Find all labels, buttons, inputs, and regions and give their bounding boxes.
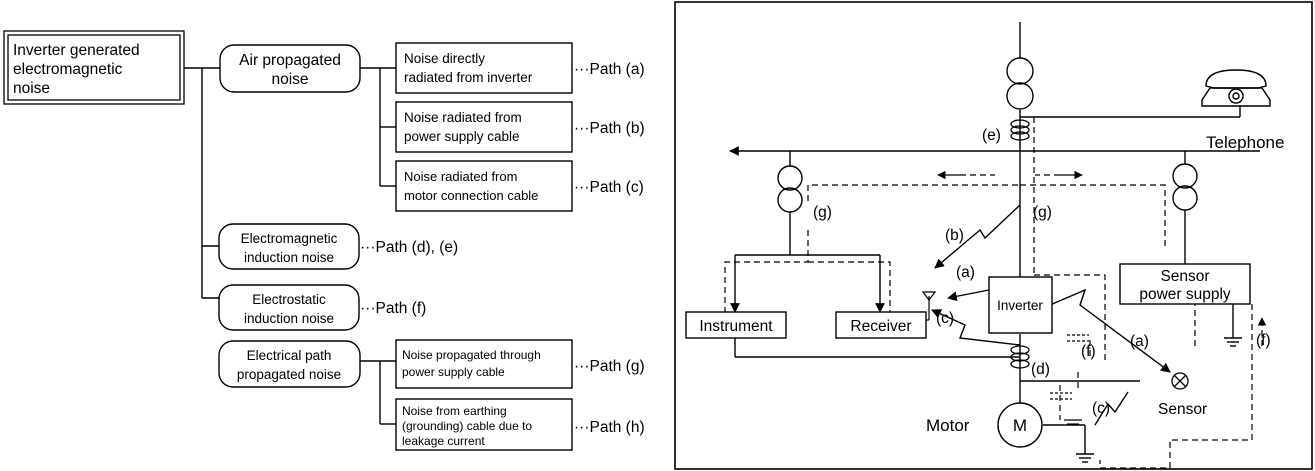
electrical-path-node: Electrical path propagated noise — [218, 340, 361, 388]
instrument-label: Instrument — [699, 318, 773, 335]
leaf-b-line-2: power supply cable — [404, 129, 520, 144]
sensor-label: Sensor — [1158, 401, 1207, 418]
leaf-h-line-2: (grounding) cable due to — [402, 419, 532, 433]
receiver-label: Receiver — [850, 318, 911, 335]
label-g-center: (g) — [1033, 204, 1052, 221]
antenna-icon — [921, 291, 937, 321]
leaf-earthing: Noise from earthing (grounding) cable du… — [395, 398, 645, 451]
classification-tree — [184, 67, 396, 425]
transformer-main — [1006, 57, 1034, 110]
transformer-left — [777, 165, 803, 213]
path-c-label: ···Path (c) — [574, 179, 644, 196]
sensor-supply-line-2: power supply — [1139, 286, 1231, 303]
leaf-c-line-2: motor connection cable — [404, 188, 538, 203]
motor-label: Motor — [926, 416, 970, 435]
label-a-left: (a) — [956, 264, 975, 281]
label-b: (b) — [945, 227, 964, 244]
air-propagated-node: Air propagated noise — [219, 44, 361, 93]
circuit-frame — [674, 1, 1313, 470]
root-line-3: noise — [13, 80, 50, 97]
transformer-right — [1172, 163, 1198, 211]
path-de-label: ···Path (d), (e) — [360, 239, 458, 256]
label-e: (e) — [982, 127, 1001, 144]
inverter-label: Inverter — [997, 298, 1043, 313]
leaf-radiated-inverter: Noise directly radiated from inverter ··… — [395, 42, 645, 94]
label-g-left: (g) — [813, 204, 832, 221]
telephone-label: Telephone — [1206, 133, 1284, 152]
motor-symbol-label: M — [1013, 416, 1027, 435]
root-node: Inverter generated electromagnetic noise — [3, 30, 185, 105]
path-a-label: ···Path (a) — [574, 61, 645, 78]
ep-line-1: Electrical path — [247, 348, 332, 363]
receiver-box: Receiver — [835, 311, 927, 339]
leaf-h-line-1: Noise from earthing — [402, 404, 507, 418]
leaf-c-line-1: Noise radiated from — [404, 169, 517, 184]
ep-line-2: propagated noise — [237, 367, 341, 382]
label-c-left: (c) — [936, 310, 954, 327]
leaf-a-line-2: radiated from inverter — [404, 70, 533, 85]
em-induction-node: Electromagnetic induction noise ···Path … — [218, 223, 458, 270]
label-a-right: (a) — [1130, 333, 1149, 350]
root-line-2: electromagnetic — [13, 61, 123, 78]
label-f-right: (f) — [1256, 332, 1271, 349]
inverter-box: Inverter — [988, 276, 1053, 334]
es-line-1: Electrostatic — [252, 292, 326, 307]
leaf-h-line-3: leakage current — [402, 434, 485, 448]
root-line-1: Inverter generated — [13, 42, 140, 59]
instrument-box: Instrument — [685, 311, 787, 339]
leaf-a-line-1: Noise directly — [404, 51, 485, 66]
path-b-label: ···Path (b) — [574, 120, 645, 137]
sensor-supply-line-1: Sensor — [1160, 268, 1209, 285]
circuit-dashed-paths — [724, 117, 1267, 469]
air-line-1: Air propagated — [239, 52, 341, 69]
label-c-right: (c) — [1092, 400, 1110, 417]
em-line-1: Electromagnetic — [241, 231, 338, 246]
circuit-wiring — [729, 22, 1260, 463]
leaf-radiated-motor: Noise radiated from motor connection cab… — [395, 160, 644, 212]
air-line-2: noise — [271, 71, 308, 88]
telephone-icon — [1201, 69, 1271, 107]
label-f-center: (f) — [1081, 343, 1096, 360]
em-line-2: induction noise — [244, 250, 334, 265]
clamp-e — [1010, 119, 1030, 141]
path-h-label: ···Path (h) — [574, 419, 645, 436]
leaf-g-line-2: power supply cable — [402, 365, 505, 379]
motor-symbol: M — [997, 402, 1043, 448]
stray-capacitance-marks — [1050, 334, 1089, 425]
leaf-radiated-supply: Noise radiated from power supply cable ·… — [395, 101, 645, 153]
es-line-2: induction noise — [244, 311, 334, 326]
leaf-g-line-1: Noise propagated through — [402, 348, 541, 362]
sensor-supply-box: Sensor power supply — [1119, 263, 1251, 305]
path-g-label: ···Path (g) — [574, 358, 645, 375]
leaf-b-line-1: Noise radiated from — [404, 110, 522, 125]
clamp-d — [1010, 345, 1030, 369]
label-d: (d) — [1031, 361, 1050, 378]
sensor-icon — [1171, 372, 1189, 390]
es-induction-node: Electrostatic induction noise ···Path (f… — [218, 284, 426, 331]
leaf-prop-supply: Noise propagated through power supply ca… — [395, 339, 645, 389]
path-f-label: ···Path (f) — [360, 300, 426, 317]
